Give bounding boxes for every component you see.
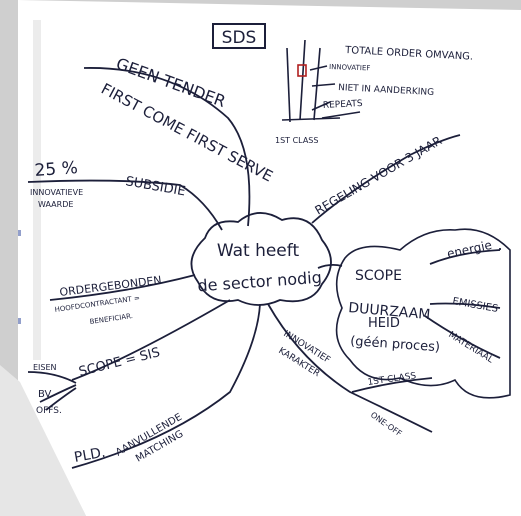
label-offs: OFFS.	[36, 406, 62, 416]
edge-mark	[18, 230, 21, 236]
branch-eisen	[27, 371, 77, 384]
inset-label-first-class: 1ST CLASS	[275, 136, 318, 145]
branch-offs	[45, 387, 77, 411]
branch-subsidie	[27, 179, 223, 231]
label-pld: PLD.	[73, 445, 107, 466]
inset-underline	[321, 111, 361, 119]
inset-baseline	[281, 117, 341, 121]
label-subsidie-value: 25 %	[34, 158, 78, 181]
inset-label-repeats: REPEATS	[323, 99, 363, 111]
paper-fold	[33, 20, 41, 360]
inset-chart	[281, 39, 361, 123]
inset-axis-left	[286, 47, 291, 123]
title-box	[212, 23, 266, 49]
label-heid: HEID	[368, 316, 400, 331]
inset-line-2	[311, 83, 336, 87]
inset-marker	[297, 64, 307, 77]
branch-bv	[39, 384, 77, 403]
inset-line-3	[311, 101, 331, 111]
edge-mark	[18, 318, 21, 324]
label-duurzaam: DUURZAAM	[348, 300, 431, 323]
branch-scope-sis	[71, 299, 231, 381]
duurzaamheid-cloud	[335, 228, 511, 399]
label-eisen: EISEN	[33, 363, 57, 372]
label-subsidie-note-2: WAARDE	[38, 200, 73, 209]
branch-geen-tender	[83, 67, 251, 227]
branch-pld	[71, 303, 261, 469]
branch-materiaal	[424, 315, 501, 359]
inset-label-innovatief: INNOVATIEF	[329, 63, 371, 72]
label-geen-proces: (géén proces)	[350, 334, 441, 355]
label-subsidie-note-1: INNOVATIEVE	[30, 188, 83, 197]
inset-axis-bar	[299, 39, 306, 121]
branch-emissies	[429, 302, 501, 309]
branch-regeling	[311, 134, 461, 224]
branch-energie	[429, 249, 501, 265]
branch-lines	[27, 67, 501, 469]
paper-sheet	[18, 0, 521, 516]
branch-innovatief	[267, 303, 433, 433]
label-scope: SCOPE	[355, 268, 402, 284]
center-cloud	[190, 212, 332, 306]
shadow-area	[0, 365, 86, 516]
title: SDS	[222, 28, 257, 48]
branch-first-class	[351, 377, 433, 393]
branch-ordergebonden	[49, 274, 196, 301]
label-bv: BV	[38, 389, 52, 400]
inset-line-1	[309, 65, 328, 71]
center-line-1: Wat heeft	[217, 241, 300, 261]
